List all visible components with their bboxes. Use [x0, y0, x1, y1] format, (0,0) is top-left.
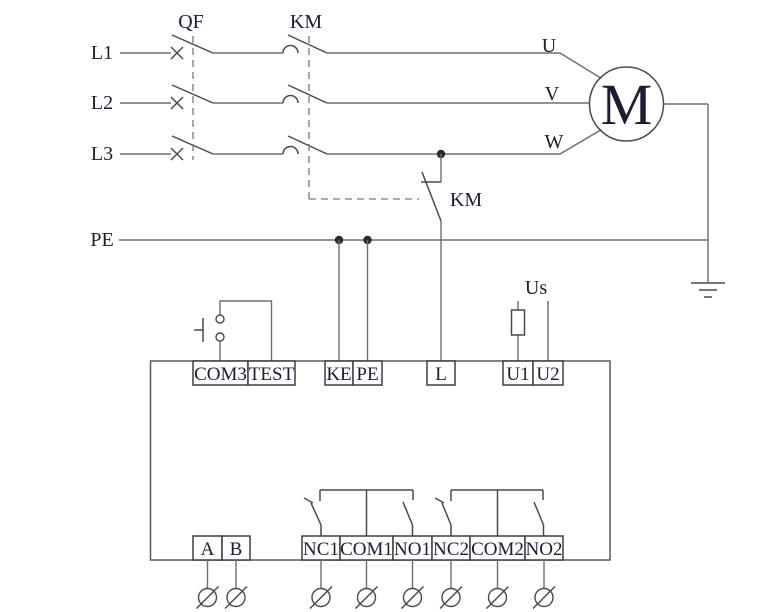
- terminal-no2-label: NO2: [526, 539, 563, 560]
- motor-label: M: [601, 72, 653, 137]
- screw-terminal-icon-b: [224, 560, 248, 610]
- relay2-changeover-contact-icon: [434, 489, 545, 536]
- terminal-test-label: TEST: [249, 364, 295, 385]
- terminal-ke: [324, 360, 354, 386]
- phase-l3-label: L3: [91, 143, 113, 165]
- breaker-qf-label: QF: [178, 11, 204, 33]
- contactor-linkage-dashed-line: [308, 36, 419, 200]
- motor-phase-u-label: U: [542, 35, 557, 57]
- terminal-com2-label: COM2: [471, 539, 524, 560]
- contactor-contact-l1-icon: [282, 34, 328, 54]
- breaker-contact-l1-icon: [170, 34, 214, 60]
- phase-l1-line: [120, 34, 602, 80]
- supply-us-wiring: [510, 301, 549, 361]
- pe-line-label: PE: [90, 229, 113, 251]
- contactor-km-aux-label: KM: [450, 189, 482, 211]
- phase-l2-label: L2: [91, 92, 113, 114]
- phase-l1-label: L1: [91, 42, 113, 64]
- screw-terminal-icon-nc2: [439, 560, 463, 610]
- contactor-contact-l2-icon: [282, 84, 328, 104]
- screw-terminal-icon-com1: [354, 560, 379, 610]
- screw-terminal-icon-a: [195, 560, 220, 610]
- terminal-pe: [352, 360, 383, 386]
- screw-terminal-row: [195, 560, 556, 610]
- terminal-com3-label: COM3: [194, 364, 247, 385]
- terminal-b-label: B: [230, 539, 243, 560]
- terminal-l-label: L: [435, 364, 447, 385]
- terminal-nc2: [431, 535, 471, 561]
- screw-terminal-icon-no1: [400, 560, 425, 610]
- terminal-com1-label: COM1: [340, 539, 393, 560]
- earth-ground-icon: [691, 282, 725, 298]
- motor-earth-wire: [663, 103, 709, 283]
- motor-phase-v-label: V: [545, 83, 560, 105]
- relay-device-box: [149, 360, 611, 561]
- breaker-contact-l2-icon: [170, 84, 214, 110]
- terminal-test: [247, 360, 296, 386]
- screw-terminal-icon-nc1: [309, 560, 333, 610]
- fuse-icon: [510, 309, 526, 336]
- screw-terminal-icon-no2: [532, 560, 556, 610]
- terminal-no2: [524, 535, 564, 561]
- bottom-terminal-row: A B NC1 COM1 NO1 NC2 COM2 NO2: [192, 535, 564, 561]
- km-aux-contact-icon: [421, 154, 442, 361]
- motor-symbol: M: [588, 66, 665, 142]
- motor-phase-w-label: W: [545, 131, 564, 153]
- terminal-l: [426, 360, 456, 386]
- contactor-contact-l3-icon: [282, 135, 328, 155]
- breaker-contact-l3-icon: [170, 135, 214, 161]
- terminal-u2-label: U2: [536, 364, 559, 385]
- terminal-a-label: A: [201, 539, 215, 560]
- terminal-u2: [532, 360, 564, 386]
- terminal-nc1: [301, 535, 341, 561]
- terminal-ke-label: KE: [326, 364, 351, 385]
- top-terminal-row: COM3 TEST KE PE L U1 U2: [192, 360, 564, 386]
- terminal-b: [221, 535, 251, 561]
- terminal-no1-label: NO1: [394, 539, 431, 560]
- phase-l3-line: [120, 128, 602, 161]
- terminal-u1-label: U1: [506, 364, 529, 385]
- terminal-nc2-label: NC2: [433, 539, 469, 560]
- contactor-km-label: KM: [290, 11, 322, 33]
- test-pushbutton-icon: [194, 300, 273, 361]
- relay1-changeover-contact-icon: [303, 489, 414, 536]
- screw-terminal-icon-com2: [485, 560, 510, 610]
- terminal-nc1-label: NC1: [303, 539, 339, 560]
- terminal-pe-label: PE: [356, 364, 378, 385]
- supply-voltage-us-label: Us: [525, 277, 547, 299]
- phase-l2-line: [120, 84, 590, 110]
